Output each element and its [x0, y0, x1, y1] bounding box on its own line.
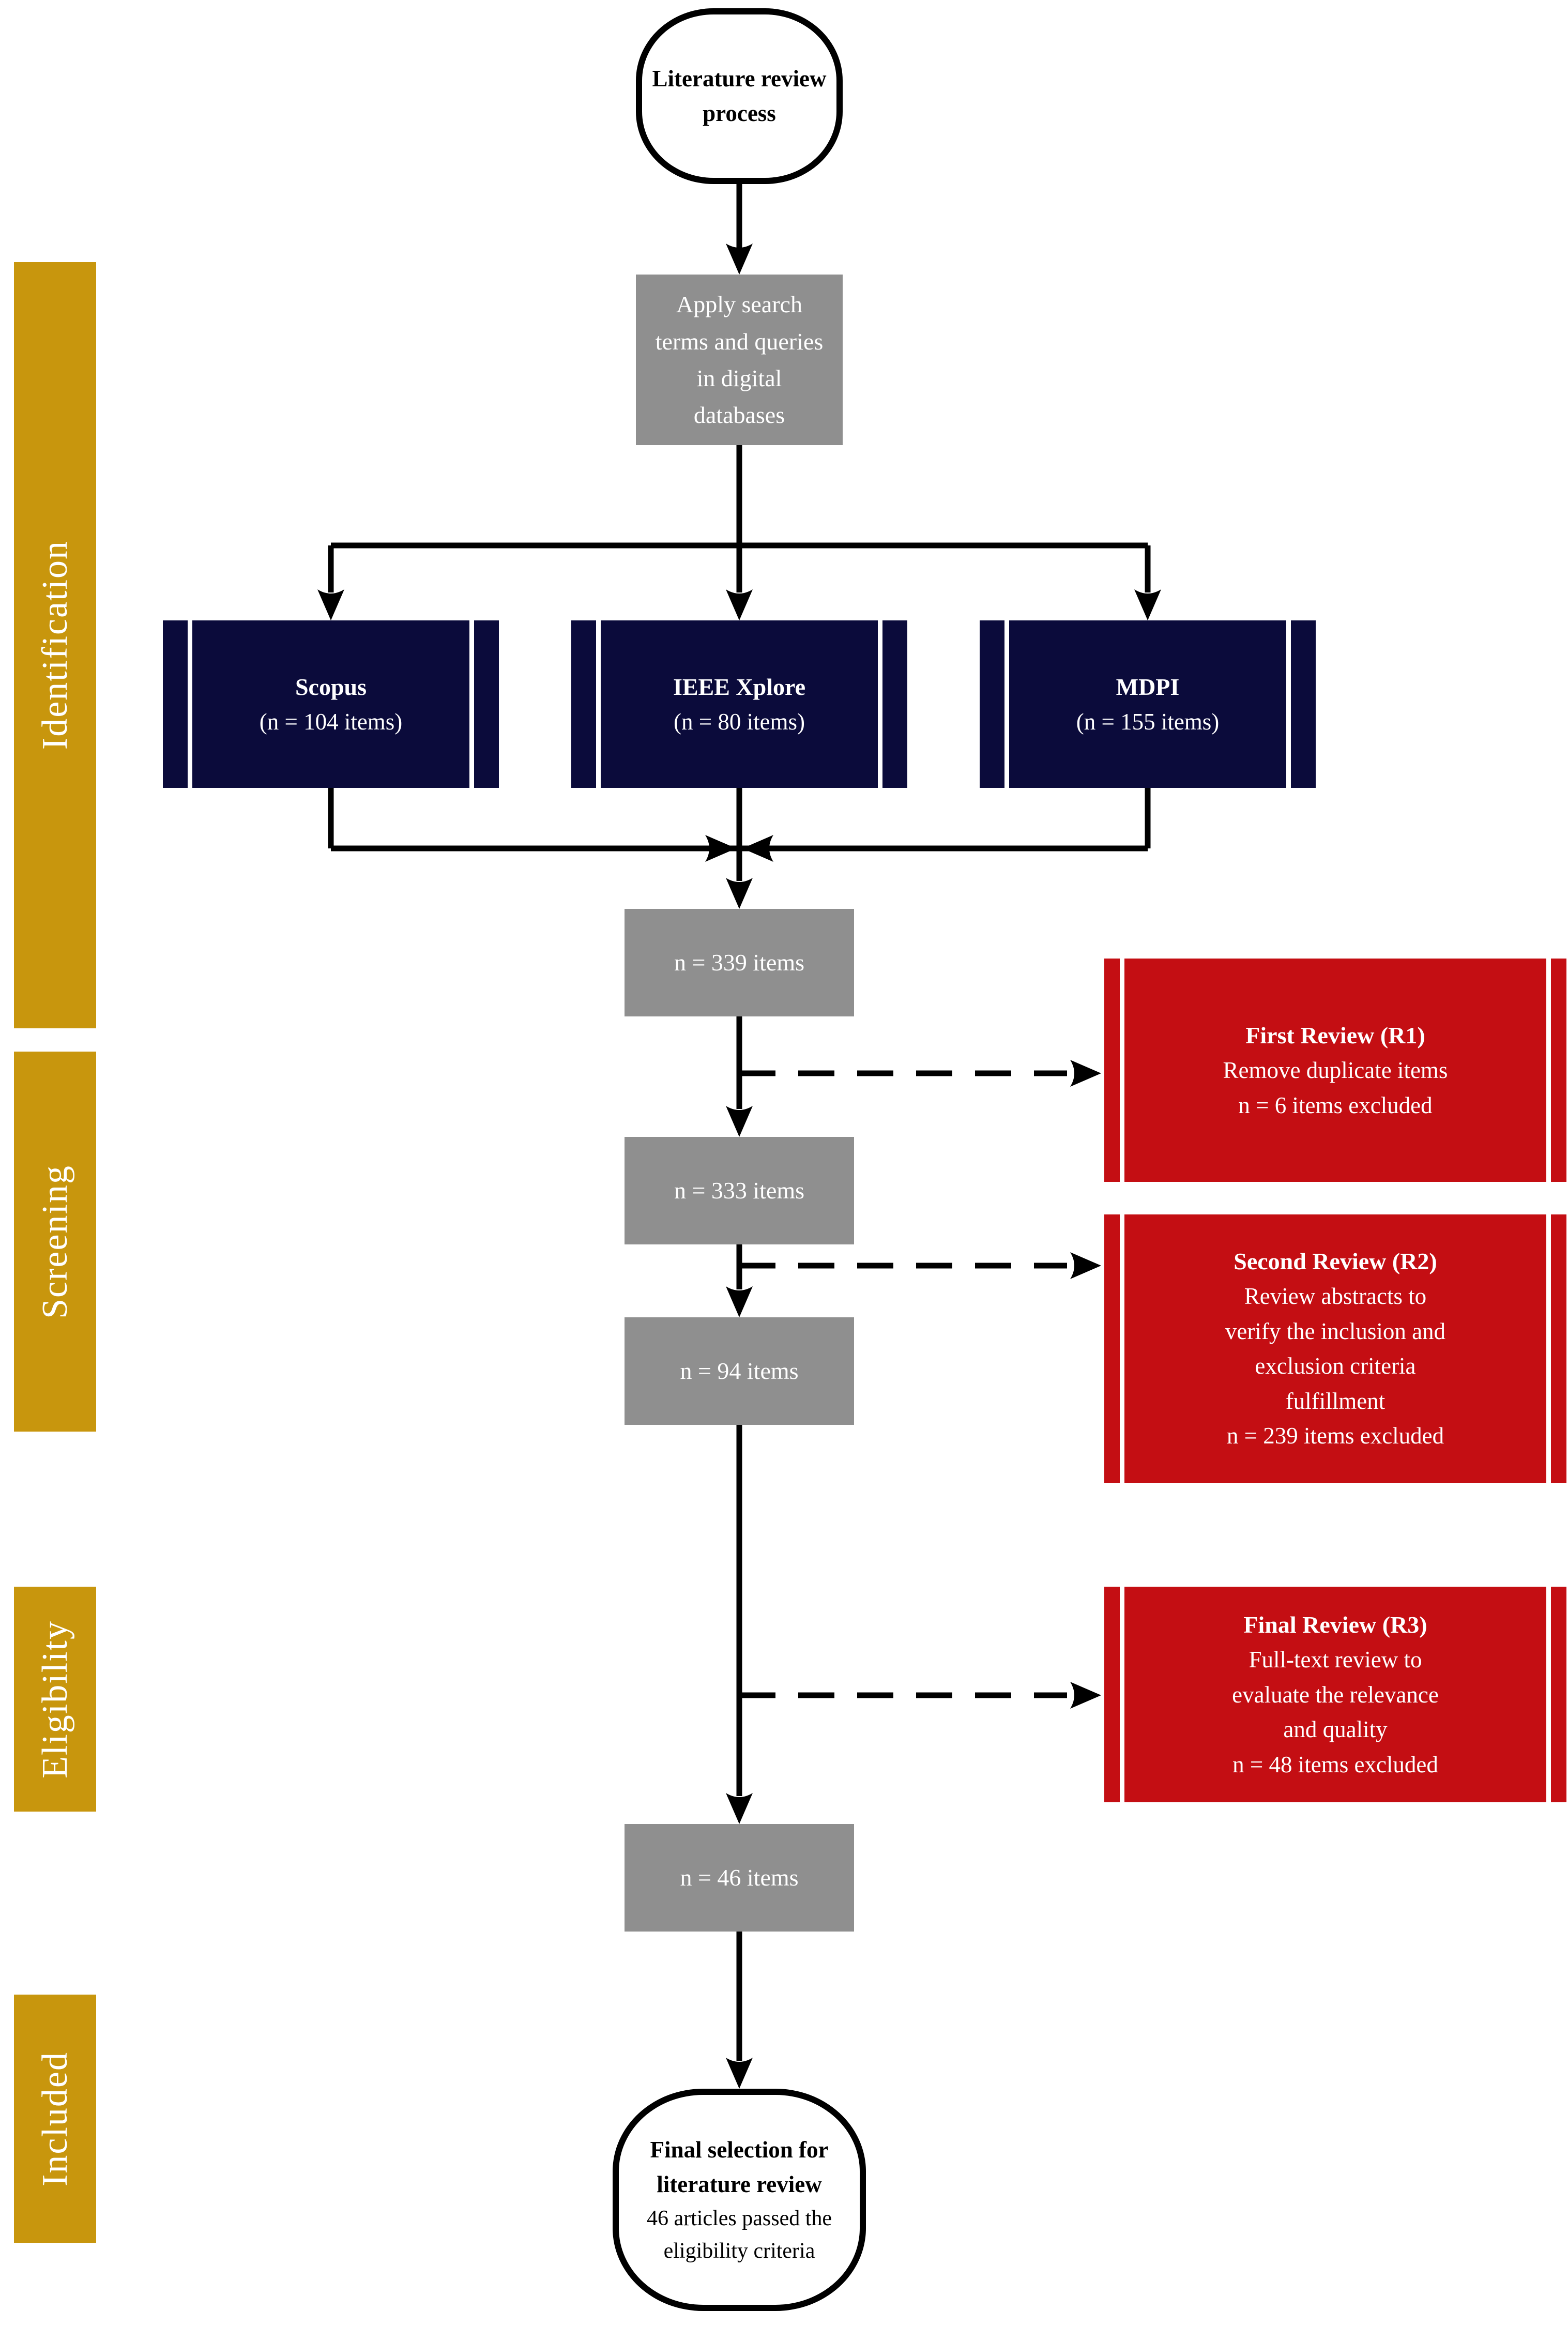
stage-bar-screening: Screening: [14, 1052, 96, 1432]
mdpi-left-stripe: [980, 620, 1004, 788]
mdpi-count: (n = 155 items): [1076, 708, 1220, 735]
end-terminal: Final selection for literature review 46…: [613, 2089, 866, 2311]
apply-search-box: Apply search terms and queries in digita…: [636, 275, 843, 445]
stage-bar-eligibility: Eligibility: [14, 1587, 96, 1812]
start-terminal: Literature review process: [636, 8, 843, 184]
arrowhead-n339: [726, 878, 753, 909]
source-box-ieee: IEEE Xplore (n = 80 items): [571, 620, 907, 788]
review-box-r2: Second Review (R2) Review abstracts to v…: [1104, 1214, 1566, 1483]
scopus-name: Scopus: [295, 673, 367, 700]
mdpi-main: MDPI (n = 155 items): [1009, 620, 1286, 788]
scopus-count: (n = 104 items): [259, 708, 403, 735]
r1-right-stripe: [1551, 959, 1566, 1182]
stage-label-screening: Screening: [35, 1164, 75, 1319]
count-box-333: n = 333 items: [625, 1137, 854, 1244]
ieee-main: IEEE Xplore (n = 80 items): [601, 620, 878, 788]
apply-search-text: Apply search terms and queries in digita…: [655, 291, 824, 429]
review-box-r1: First Review (R1) Remove duplicate items…: [1104, 959, 1566, 1182]
r1-left-stripe: [1104, 959, 1120, 1182]
arrowhead-r3: [1070, 1682, 1101, 1709]
end-terminal-body: 46 articles passed the eligibility crite…: [646, 2206, 832, 2263]
stage-bar-identification: Identification: [14, 262, 96, 1028]
r1-body: Remove duplicate items n = 6 items exclu…: [1223, 1057, 1448, 1118]
r2-left-stripe: [1104, 1214, 1120, 1483]
arrowhead-mdpi: [1134, 589, 1161, 620]
scopus-left-stripe: [163, 620, 188, 788]
start-terminal-text: Literature review process: [652, 65, 827, 127]
source-box-scopus: Scopus (n = 104 items): [163, 620, 499, 788]
stage-label-eligibility: Eligibility: [35, 1620, 75, 1778]
arrowhead-apply: [726, 244, 753, 275]
count-339-text: n = 339 items: [674, 949, 805, 976]
arrowhead-end: [726, 2058, 753, 2089]
arrowhead-n333: [726, 1106, 753, 1137]
arrowhead-n94: [726, 1286, 753, 1317]
ieee-name: IEEE Xplore: [673, 673, 806, 700]
source-box-mdpi: MDPI (n = 155 items): [980, 620, 1316, 788]
r3-body: Full-text review to evaluate the relevan…: [1232, 1647, 1439, 1777]
arrowhead-merge-left: [705, 835, 736, 862]
end-terminal-title: Final selection for literature review: [650, 2136, 829, 2198]
scopus-main: Scopus (n = 104 items): [192, 620, 469, 788]
arrowhead-merge-right: [742, 835, 773, 862]
stage-bar-included: Included: [14, 1995, 96, 2243]
r3-main: Final Review (R3) Full-text review to ev…: [1124, 1587, 1546, 1802]
count-box-46: n = 46 items: [625, 1824, 854, 1932]
mdpi-right-stripe: [1291, 620, 1316, 788]
count-333-text: n = 333 items: [674, 1177, 805, 1204]
count-94-text: n = 94 items: [680, 1358, 799, 1385]
r3-right-stripe: [1551, 1587, 1566, 1802]
count-box-94: n = 94 items: [625, 1317, 854, 1425]
r2-body: Review abstracts to verify the inclusion…: [1225, 1283, 1446, 1449]
r2-title: Second Review (R2): [1234, 1248, 1437, 1275]
r2-right-stripe: [1551, 1214, 1566, 1483]
ieee-right-stripe: [882, 620, 907, 788]
count-box-339: n = 339 items: [625, 909, 854, 1016]
r1-title: First Review (R1): [1245, 1022, 1425, 1048]
r3-left-stripe: [1104, 1587, 1120, 1802]
ieee-count: (n = 80 items): [673, 708, 805, 735]
scopus-right-stripe: [474, 620, 499, 788]
r2-main: Second Review (R2) Review abstracts to v…: [1124, 1214, 1546, 1483]
stage-label-included: Included: [35, 2051, 75, 2186]
mdpi-name: MDPI: [1116, 673, 1180, 700]
r1-main: First Review (R1) Remove duplicate items…: [1124, 959, 1546, 1182]
arrowhead-n46: [726, 1793, 753, 1824]
stage-label-identification: Identification: [35, 540, 75, 750]
ieee-left-stripe: [571, 620, 596, 788]
arrowhead-r2: [1070, 1252, 1101, 1279]
arrowhead-scopus: [317, 589, 344, 620]
arrowhead-ieee: [726, 589, 753, 620]
arrowhead-r1: [1070, 1060, 1101, 1087]
count-46-text: n = 46 items: [680, 1864, 799, 1891]
r3-title: Final Review (R3): [1243, 1612, 1427, 1638]
review-box-r3: Final Review (R3) Full-text review to ev…: [1104, 1587, 1566, 1802]
